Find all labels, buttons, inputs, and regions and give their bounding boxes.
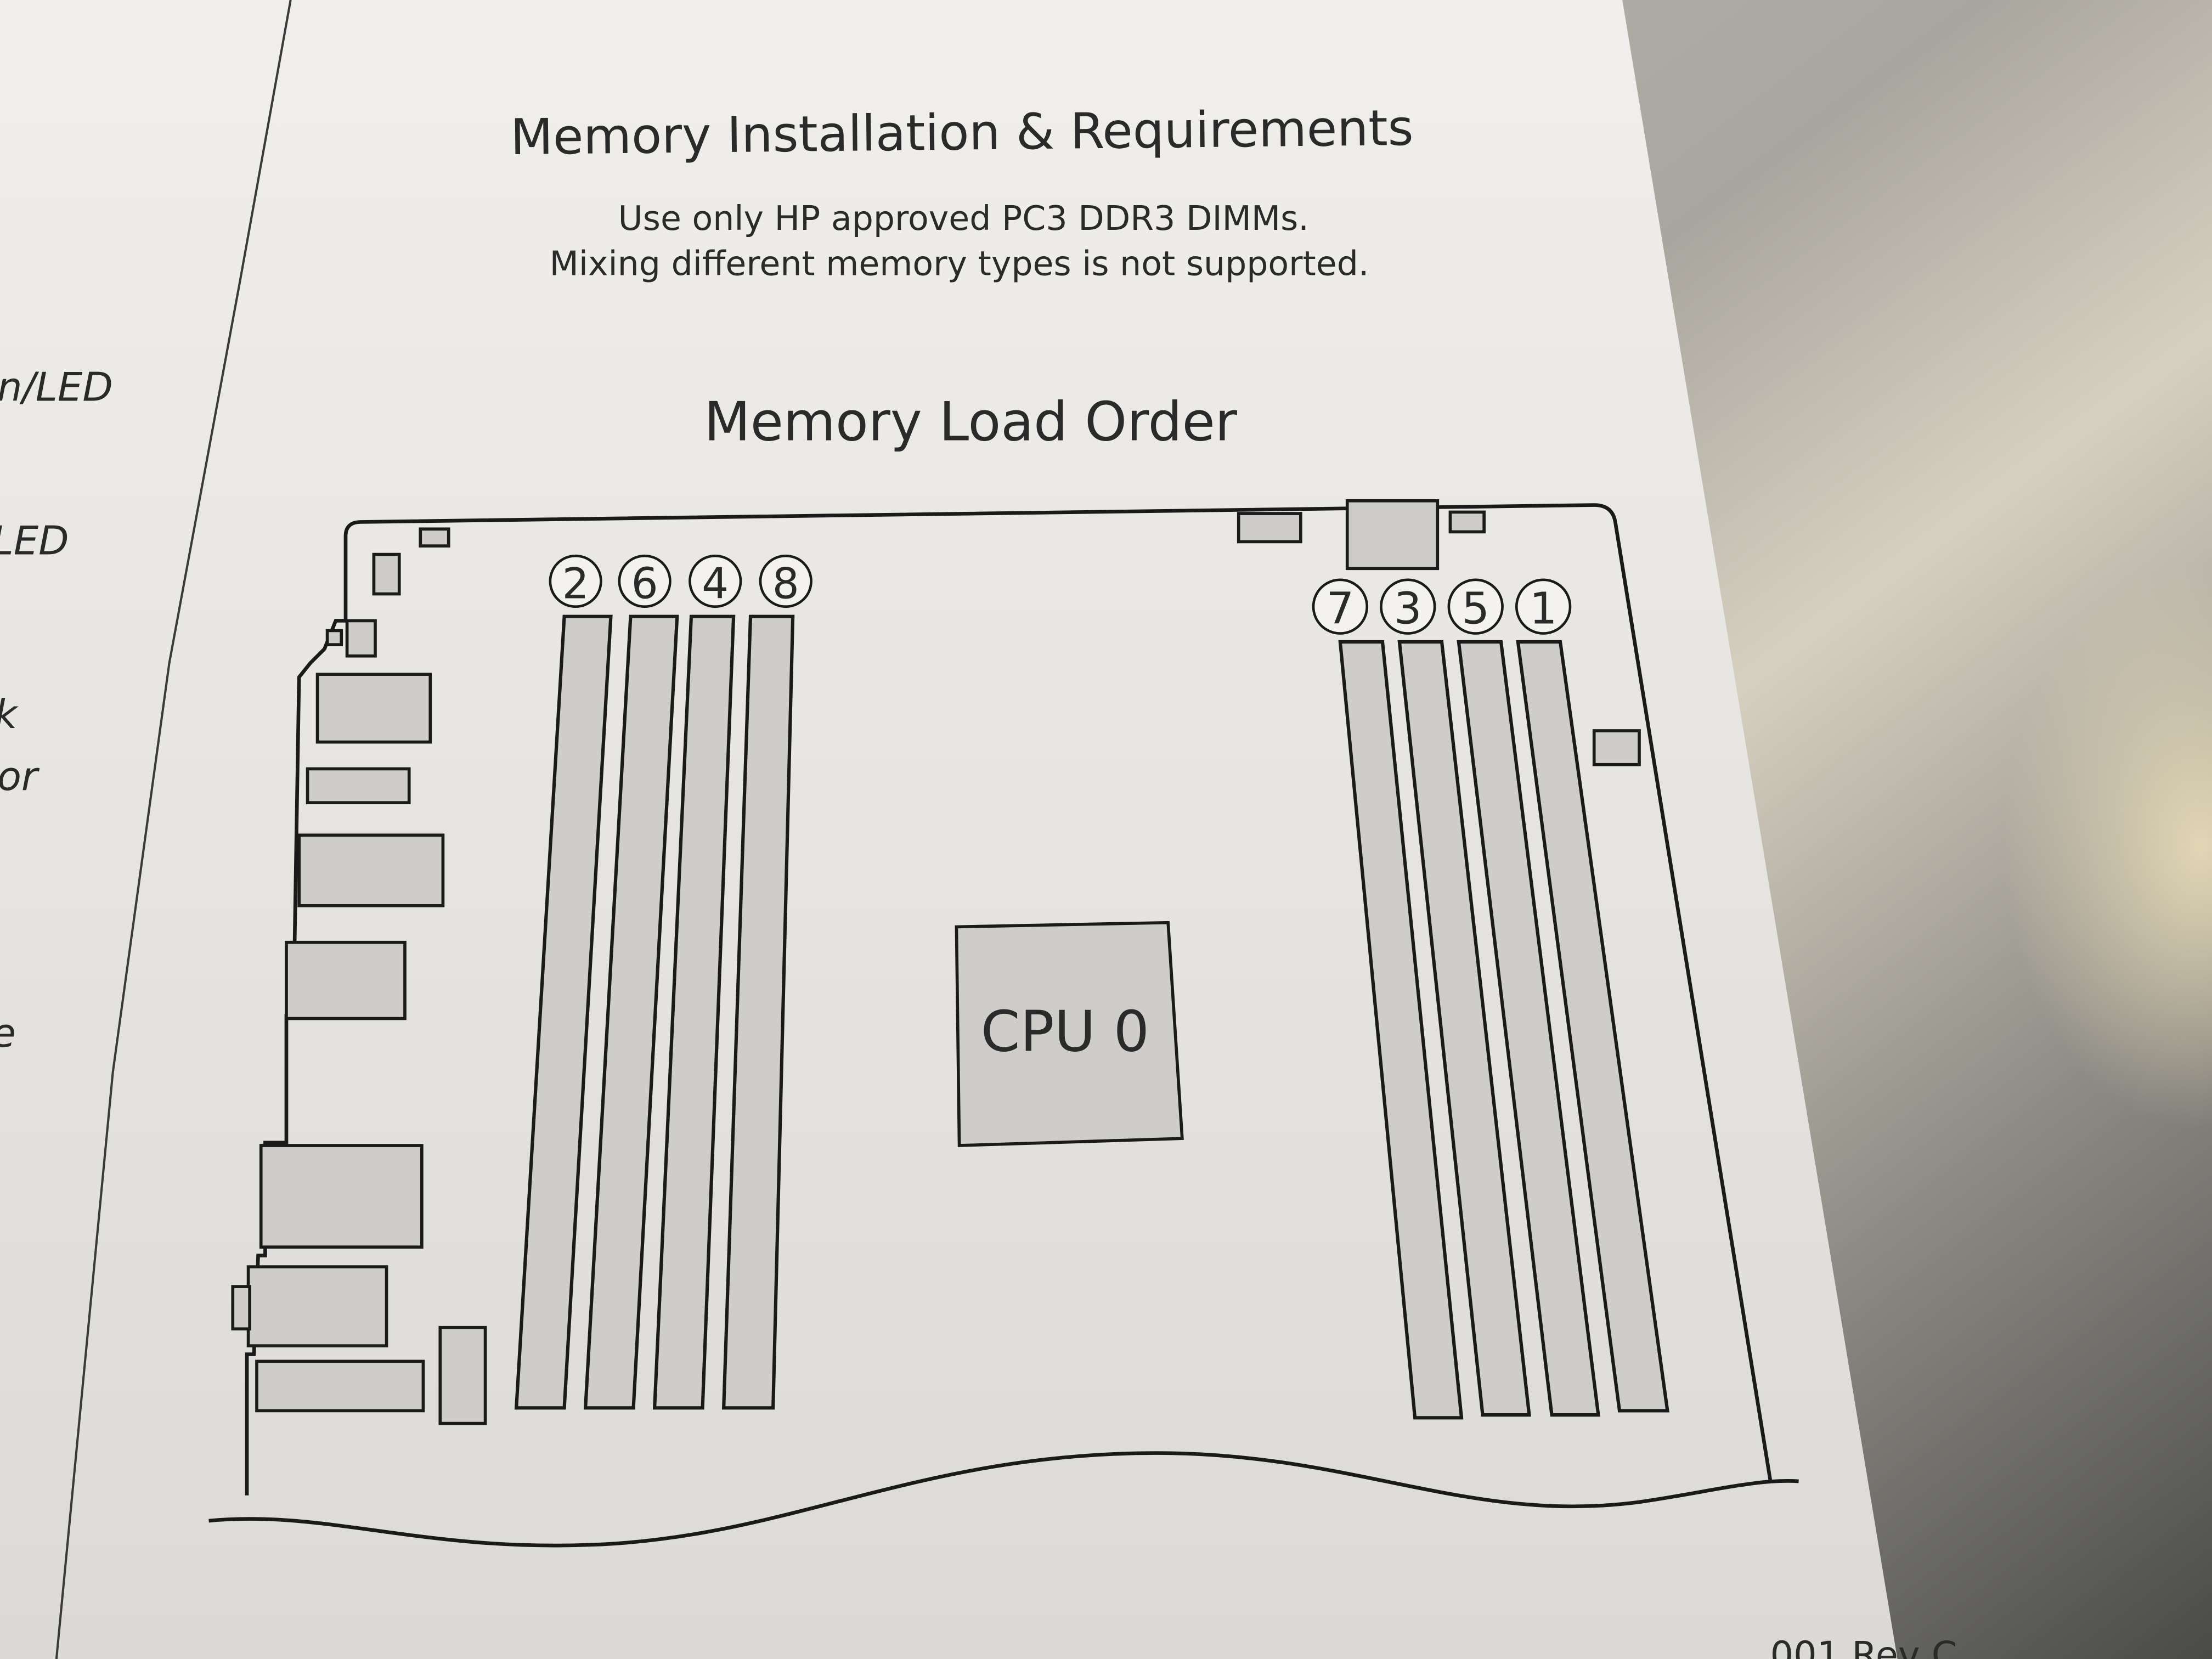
requirement-line-2: Mixing different memory types is not sup… <box>550 244 1369 283</box>
cpu-socket <box>955 921 1184 1147</box>
component <box>438 1325 487 1425</box>
order-badge <box>1380 578 1436 635</box>
order-badge <box>618 554 672 608</box>
left-page-fragments: n/LED LED k or e <box>0 364 113 1056</box>
cpu-label: CPU 0 <box>981 1000 1149 1065</box>
fragment-or: or <box>0 753 40 799</box>
order-number: 5 <box>1462 583 1489 634</box>
order-badge <box>549 554 602 608</box>
order-badge <box>759 554 812 608</box>
order-number: 4 <box>702 559 729 608</box>
dimm-slot-4 <box>652 614 736 1410</box>
component <box>372 552 401 596</box>
order-number: 8 <box>772 559 799 608</box>
component <box>1345 499 1440 571</box>
dimm-slot-7 <box>1338 640 1464 1420</box>
component <box>231 1285 251 1331</box>
page-fold-edge <box>55 0 292 1659</box>
order-number: 6 <box>631 559 658 608</box>
io-port <box>259 1144 424 1249</box>
order-number: 3 <box>1394 583 1422 634</box>
order-badge <box>1312 578 1369 635</box>
order-number: 2 <box>562 559 589 608</box>
light-glare <box>2003 564 2212 1128</box>
order-badge <box>689 554 742 608</box>
dimm-slot-1 <box>1516 640 1669 1413</box>
fragment-e: e <box>0 1010 16 1056</box>
component <box>1448 510 1486 534</box>
component <box>345 619 377 658</box>
io-port <box>246 1265 388 1347</box>
order-badge <box>1515 578 1572 635</box>
io-port <box>255 1359 425 1413</box>
dimm-slot-3 <box>1397 640 1531 1417</box>
fragment-led-2: LED <box>0 518 69 564</box>
io-port <box>306 767 411 804</box>
page-title: Memory Installation & Requirements <box>510 99 1414 166</box>
io-port <box>285 940 407 1020</box>
io-port <box>297 833 445 907</box>
left-dimm-bank: 2 6 4 8 <box>514 554 812 1410</box>
requirement-line-1: Use only HP approved PC3 DDR3 DIMMs. <box>618 199 1309 238</box>
order-number: 7 <box>1326 583 1354 634</box>
io-port <box>315 673 432 744</box>
component <box>1592 729 1641 766</box>
dimm-slot-2 <box>514 614 613 1410</box>
order-number: 1 <box>1530 583 1558 634</box>
motherboard-diagram: 2 6 4 8 7 3 5 1 CPU 0 <box>208 499 1799 1548</box>
component <box>419 527 450 548</box>
right-dimm-bank: 7 3 5 1 <box>1312 578 1669 1420</box>
component <box>325 629 343 646</box>
dimm-slot-5 <box>1457 640 1600 1417</box>
fragment-led-1: n/LED <box>0 364 113 410</box>
component <box>1237 512 1302 544</box>
order-badge <box>1447 578 1504 635</box>
board-torn-edge <box>208 1451 1799 1548</box>
board-outline <box>245 503 1773 1496</box>
diagram-title: Memory Load Order <box>704 391 1237 453</box>
dimm-slot-8 <box>721 614 795 1410</box>
dimm-slot-6 <box>583 614 679 1410</box>
fragment-k: k <box>0 691 19 737</box>
footer-revision: ...001 Rev C <box>1735 1633 1957 1659</box>
